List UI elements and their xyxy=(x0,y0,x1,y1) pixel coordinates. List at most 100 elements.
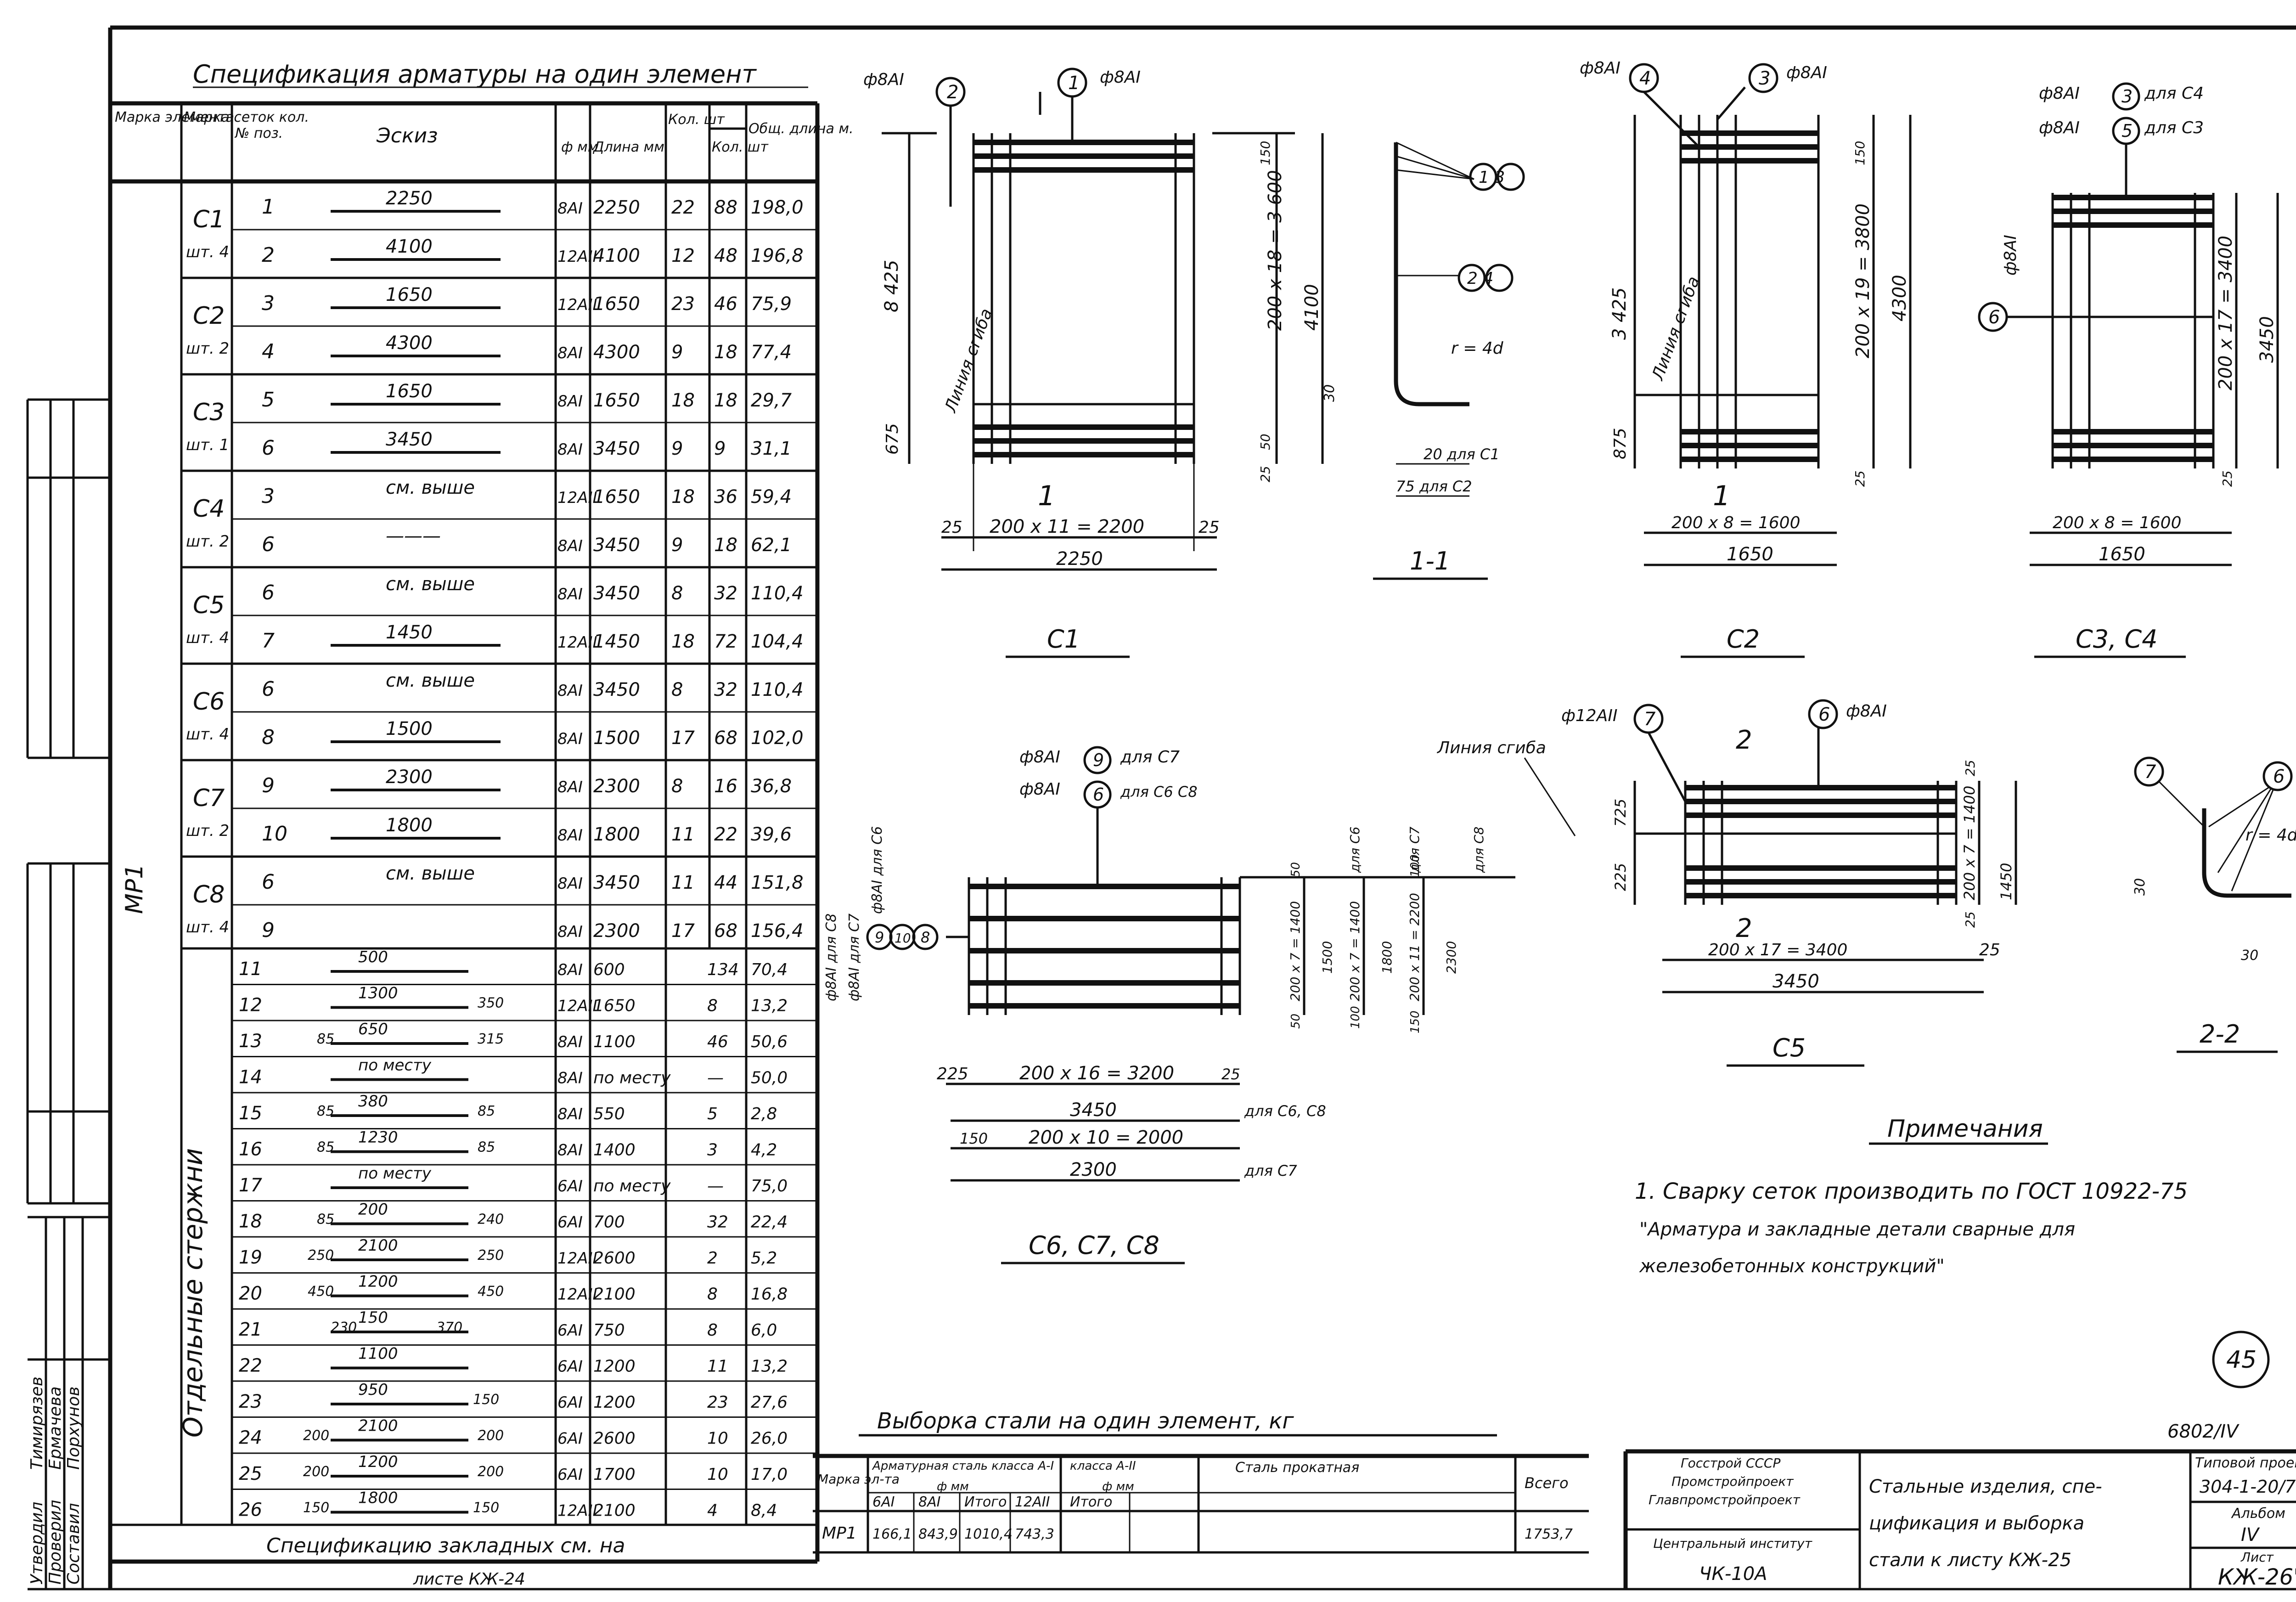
steel-header-mark: Марка эл-та xyxy=(817,1472,900,1487)
bar-length: 2300 xyxy=(593,776,640,797)
c678-tag-9-for: для С7 xyxy=(1120,748,1180,767)
sketch-label: 1300 xyxy=(358,984,398,1003)
c678-vtag-2: ф8АI для С7 xyxy=(846,914,862,1001)
sketch-label: 1100 xyxy=(358,1345,398,1363)
c2-dim-150: 150 xyxy=(1852,141,1868,165)
stamp-number: ЧК-10А xyxy=(1699,1563,1767,1585)
s22-dim-30-left: 30 xyxy=(2132,878,2148,896)
sketch-label: 1200 xyxy=(358,1453,398,1471)
steel-col-3: Итого xyxy=(964,1494,1007,1510)
c34-callout-5: 5 xyxy=(2122,121,2133,141)
c34-mesh xyxy=(2051,193,2215,468)
bar-length: 2600 xyxy=(593,1249,636,1268)
position-number: 18 xyxy=(239,1211,262,1232)
mesh-group-count: шт. 2 xyxy=(186,822,229,840)
total-length: 102,0 xyxy=(751,728,804,749)
bar-length: 1650 xyxy=(593,486,640,508)
bar-diameter: 8АI xyxy=(557,537,583,555)
c678-vtag-3: ф8АI для С6 xyxy=(869,826,885,914)
c678-dim-100b: 100 xyxy=(1408,854,1422,877)
qty-per-mesh: 9 xyxy=(671,342,683,363)
sketch-label: по месту xyxy=(358,1056,432,1075)
position-number: 6 xyxy=(262,581,275,604)
bar-length: 1650 xyxy=(593,997,636,1015)
qty-per-mesh: 18 xyxy=(671,390,695,411)
bar-quantity: 10 xyxy=(707,1429,728,1448)
bar-quantity: 2 xyxy=(707,1249,718,1268)
c5-tag-6: ф8АI xyxy=(1846,702,1887,721)
bar-diameter: 12АII xyxy=(557,248,597,266)
c1-section-mark: 1 xyxy=(1038,480,1055,512)
total-length: 104,4 xyxy=(751,631,804,652)
s11-dim-30: 30 xyxy=(1322,384,1338,402)
position-number: 12 xyxy=(239,995,262,1016)
sketch-label: 1800 xyxy=(358,1489,398,1507)
stamp-desc-1: Стальные изделия, спе- xyxy=(1869,1476,2102,1497)
stamp-album-label: Альбом xyxy=(2231,1506,2285,1522)
bar-length: 700 xyxy=(593,1213,625,1232)
stamp-org-1: Госстрой СССР xyxy=(1681,1455,1780,1471)
bar-diameter: 8АI xyxy=(557,961,583,979)
steel-title: Выборка стали на один элемент, кг xyxy=(877,1408,1294,1434)
bar-quantity: 8 xyxy=(707,1321,718,1340)
c34-tag-2-for: для С3 xyxy=(2144,118,2204,137)
qty-per-mesh: 8 xyxy=(671,583,683,604)
c5-callout-7: 7 xyxy=(1644,709,1656,730)
c678-dim-225: 225 xyxy=(937,1065,968,1083)
bar-length: 1200 xyxy=(593,1357,636,1376)
s11-dim-75: 75 для С2 xyxy=(1396,478,1472,495)
c678-dim-50a: 50 xyxy=(1289,862,1303,877)
c34-tag-1: ф8АI xyxy=(2039,84,2080,103)
c2-dim-25: 25 xyxy=(1852,470,1868,487)
stamp-desc-2: цификация и выборка xyxy=(1869,1513,2084,1534)
c34-dim-h: 200 х 17 = 3400 xyxy=(2215,236,2236,390)
qty-total: 36 xyxy=(714,486,737,508)
c1-dim-25-right: 25 xyxy=(1199,518,1220,537)
c678-dim-3c: для С8 xyxy=(1471,827,1486,873)
steel-header-prof: Сталь прокатная xyxy=(1235,1460,1359,1476)
sketch-label: 1230 xyxy=(358,1128,398,1147)
sketch-label: 500 xyxy=(358,948,388,966)
total-length: 110,4 xyxy=(751,583,804,604)
bar-length: 2250 xyxy=(593,197,640,218)
hook-dimension: 370 xyxy=(436,1320,462,1336)
group-label-bars: Отдельные стержни xyxy=(177,1148,208,1438)
signer-role-3: Составил xyxy=(64,1503,83,1585)
bar-diameter: 8АI xyxy=(557,392,583,411)
bar-length: по месту xyxy=(593,1069,671,1088)
binding-strip: Утвердил Проверил Составил Тимирязев Ерм… xyxy=(26,398,110,1591)
stamp-org-3: Главпромстройпроект xyxy=(1649,1492,1801,1507)
mesh-group-label: С8 xyxy=(193,881,225,908)
c5-tag-7: ф12АII xyxy=(1561,706,1617,725)
c34-dim-width: 1650 xyxy=(2099,544,2145,565)
bar-diameter: 12АII xyxy=(557,1286,597,1304)
header-qty-2: Кол. шт xyxy=(712,139,769,155)
c1-dim-150: 150 xyxy=(1258,141,1273,165)
sketch-label: по месту xyxy=(358,1164,432,1183)
hook-dimension: 85 xyxy=(317,1103,334,1119)
sketch-label: 3450 xyxy=(386,429,433,450)
c678-dim-3-bottom: 200 х 10 = 2000 xyxy=(1029,1127,1183,1148)
total-length: 17,0 xyxy=(751,1465,788,1484)
position-number: 3 xyxy=(262,292,275,315)
c5-mesh xyxy=(1635,781,1958,905)
hook-dimension: 315 xyxy=(478,1031,504,1047)
qty-per-mesh: 17 xyxy=(671,728,695,749)
bar-length: 1800 xyxy=(593,824,640,845)
c34-callout-3: 3 xyxy=(2122,86,2133,107)
position-number: 16 xyxy=(239,1139,262,1160)
total-length: 26,0 xyxy=(751,1429,788,1448)
s11-callouts-24: 2 4 xyxy=(1467,269,1493,288)
total-length: 22,4 xyxy=(751,1213,788,1232)
signer-name-2: Ермачева xyxy=(46,1386,65,1470)
total-length: 70,4 xyxy=(751,960,788,979)
c1-dim-675: 675 xyxy=(883,423,902,455)
qty-per-mesh: 8 xyxy=(671,679,683,700)
qty-total: 88 xyxy=(714,197,737,218)
qty-per-mesh: 8 xyxy=(671,776,683,797)
stamp-dept: Центральный институт xyxy=(1653,1536,1812,1551)
total-length: 2,8 xyxy=(751,1105,777,1123)
c678-dim-2: 200 х 7 = 1400 xyxy=(1347,901,1362,1001)
mesh-group-label: С1 xyxy=(193,206,225,233)
